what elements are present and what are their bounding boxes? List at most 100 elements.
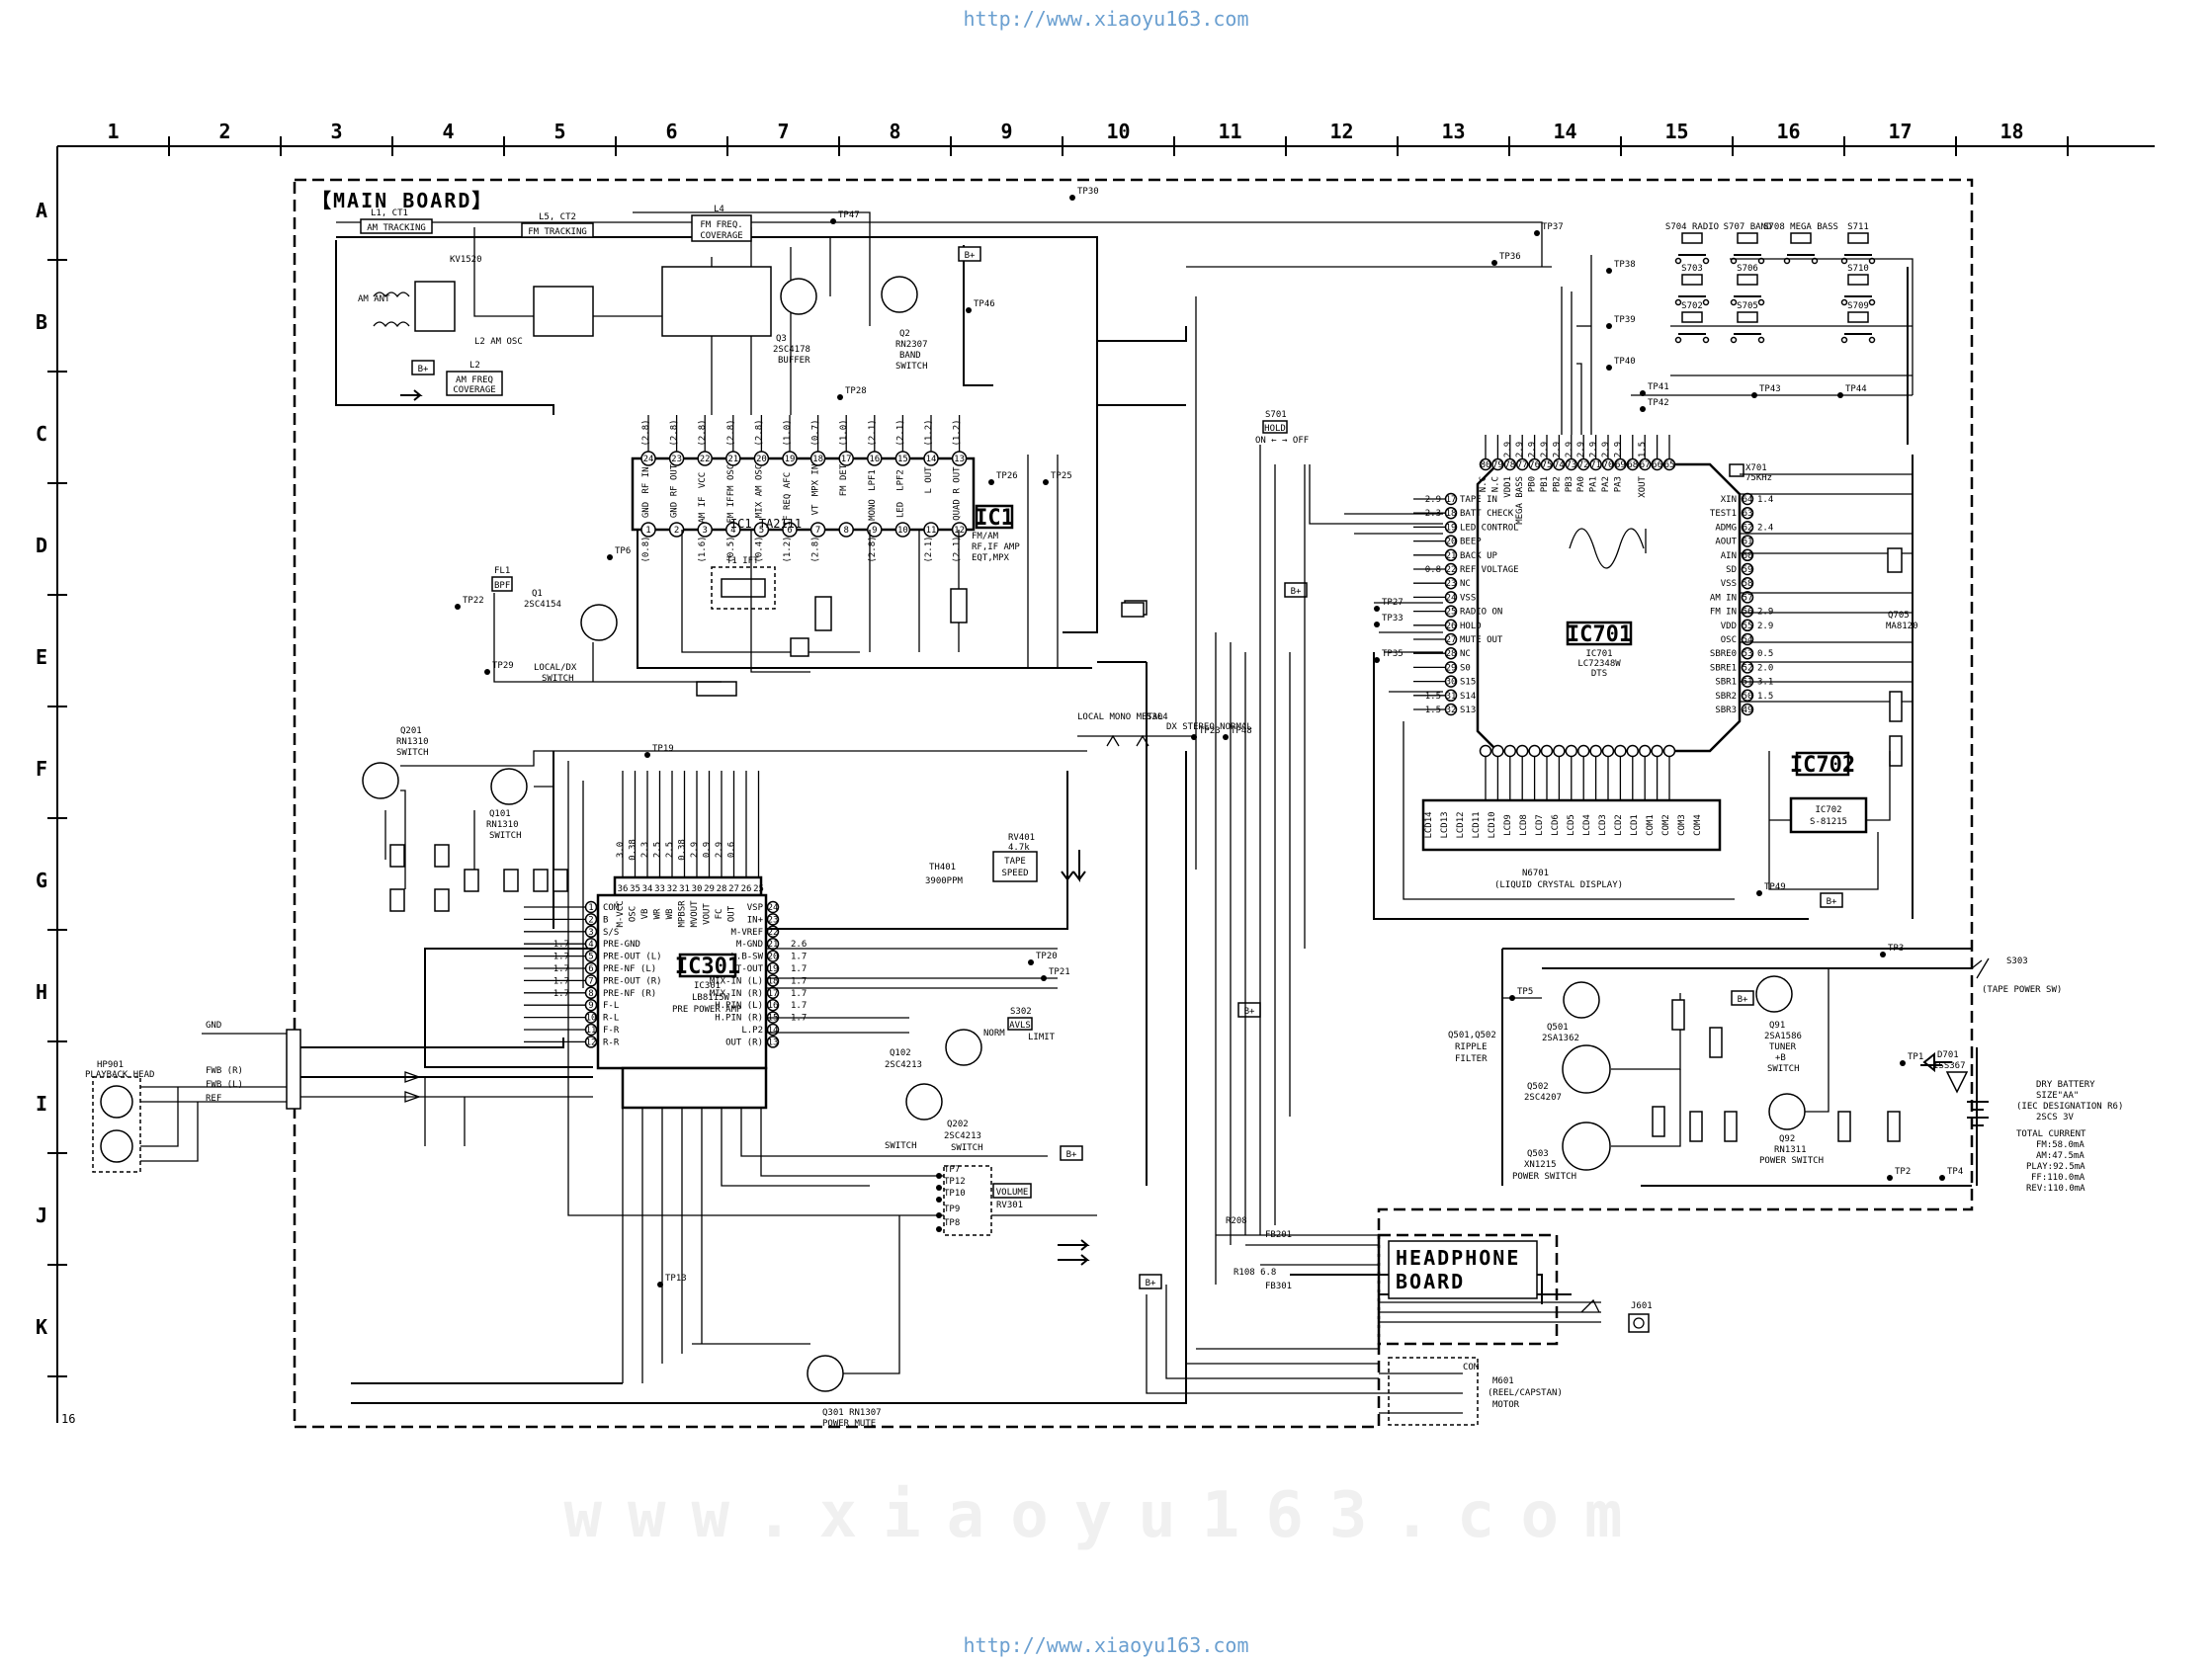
test-point-label: TP41 (1648, 382, 1669, 392)
ic701-signal-right: VSS (1721, 579, 1737, 589)
headphone-title-1: HEADPHONE (1396, 1246, 1520, 1270)
m601-desc2: MOTOR (1492, 1400, 1520, 1410)
ic701-pin-num: 53 (1743, 649, 1753, 659)
ic1-pin-num: 18 (812, 455, 823, 464)
q101-desc: SWITCH (489, 831, 522, 841)
ic701-volt-right: 2.4 (1757, 523, 1773, 533)
fb201-label: FB201 (1265, 1230, 1292, 1240)
test-point-label: TP19 (652, 744, 674, 754)
q91-model: 2SA1586 (1764, 1032, 1802, 1041)
ic701-pin-num: 79 (1492, 460, 1503, 470)
ic701-pin-num: 22 (1446, 565, 1457, 575)
svg-text:T1 IFT: T1 IFT (726, 556, 759, 566)
test-point-label: TP3 (1888, 944, 1904, 954)
test-point-label: TP27 (1382, 598, 1404, 608)
local-mono-metal: LOCAL MONO METAL (1077, 712, 1163, 722)
ic301-volt-top: 2.5 (653, 842, 663, 858)
ic1-signal-bottom: GND (670, 502, 680, 518)
test-point-label: TP42 (1648, 398, 1669, 408)
ic301-pin-30: 30 (692, 884, 703, 894)
ic701-pin-num: 58 (1743, 579, 1753, 589)
ic701-volt-top: 2.9 (1540, 442, 1550, 457)
switch-label: S711 (1847, 222, 1869, 232)
ic701-pin-27 (1444, 632, 1458, 646)
watermark-url-bottom[interactable]: http://www.xiaoyu163.com (964, 1633, 1249, 1657)
ic1-pin-num: 7 (815, 526, 820, 536)
q91-label: Q91 (1769, 1021, 1785, 1031)
svg-text:B+: B+ (1146, 1279, 1156, 1288)
sheet-frame (47, 136, 2155, 1423)
ic1-pin-num: 16 (869, 455, 880, 464)
ic1-volt-top: (1.0) (839, 419, 849, 446)
ic301-signal-right: VSP (747, 903, 764, 913)
watermark-url-top[interactable]: http://www.xiaoyu163.com (964, 7, 1249, 31)
fm-freq-line1: FM FREQ. (700, 220, 742, 230)
ic301-signal-left: COM (603, 903, 620, 913)
tape-speed-1: TAPE (1004, 857, 1026, 867)
ic301-volt-top: 0.38 (678, 839, 688, 861)
ic701-signal-right: SBR3 (1715, 706, 1737, 715)
grid-row-B: B (36, 310, 47, 334)
ic301-pin-num: 20 (768, 953, 779, 962)
ic701-signal-left: REF VOLTAGE (1460, 565, 1519, 575)
ic301-pin-num: 16 (768, 1001, 779, 1011)
ic1-desc3: EQT,MPX (972, 553, 1010, 563)
am-freq-line2: COVERAGE (453, 385, 495, 395)
test-point-label: TP9 (944, 1205, 960, 1214)
m601-label: M601 (1492, 1376, 1514, 1386)
hold-label: HOLD (1264, 424, 1286, 434)
ic301-signal-top: OUT (727, 905, 737, 922)
ic1-pin-4 (725, 522, 741, 538)
ic701-pin-57 (1741, 591, 1754, 604)
ic701-volt-right: 2.0 (1757, 663, 1773, 673)
grid-col-13: 13 (1441, 120, 1465, 143)
ic301-pin-num: 23 (768, 915, 779, 925)
ic1-volt-top: (2.8) (641, 419, 651, 446)
ic301-pin-2 (584, 913, 598, 926)
gnd-label: GND (206, 1021, 221, 1031)
ic701-pin-73 (1565, 457, 1578, 471)
ic301-body (596, 893, 768, 1070)
ic301-pin-3 (584, 925, 598, 939)
grid-col-5: 5 (553, 120, 565, 143)
test-point-label: TP2 (1895, 1167, 1911, 1177)
q91-desc2: +B (1775, 1053, 1786, 1063)
ic1-pin-1 (640, 522, 656, 538)
ic301-pin-21 (766, 937, 780, 951)
ic701-signal-left: TAPE IN (1460, 495, 1497, 505)
ic701-pin-24 (1444, 591, 1458, 604)
watermark-bottom-text: www.xiaoyu163.com (563, 1479, 1648, 1552)
grid-row-C: C (36, 422, 47, 446)
ic701-pin-70 (1601, 457, 1615, 471)
ic701-signal-left: BATT CHECK (1460, 509, 1514, 519)
ic701-signal-right: SBRE1 (1710, 663, 1737, 673)
grid-col-2: 2 (218, 120, 230, 143)
ic701-pin-num: 70 (1603, 460, 1614, 470)
rv301-label: RV301 (996, 1201, 1023, 1210)
ic701-volt-top: 2.9 (1589, 442, 1599, 457)
lcd-segment: COM2 (1661, 814, 1671, 836)
q502-label: Q502 (1527, 1082, 1549, 1092)
ic1-pin-num: 17 (841, 455, 852, 464)
com-label: COM (1463, 1363, 1480, 1372)
s303-label: S303 (2006, 956, 2028, 966)
switch-label: S703 (1681, 264, 1703, 274)
power-section: Q501 2SA1362 Q501,Q502 RIPPLE FILTER Q50… (1448, 948, 2123, 1194)
ref-label: REF (206, 1094, 221, 1104)
ic1-pin-num: 24 (643, 455, 654, 464)
q501-model: 2SA1362 (1542, 1034, 1579, 1043)
q202-model: 2SC4213 (944, 1131, 981, 1141)
svg-text:MA8120: MA8120 (1886, 622, 1918, 631)
current-title: TOTAL CURRENT (2016, 1129, 2086, 1139)
ic1-pin-num: 11 (926, 526, 937, 536)
ic701-pin-num: 63 (1743, 509, 1753, 519)
q201-model: RN1310 (396, 737, 429, 747)
grid-row-K: K (36, 1315, 47, 1339)
ic301-signal-right: IN+ (747, 915, 764, 925)
grid-row-I: I (36, 1092, 47, 1116)
svg-text:B+: B+ (1738, 995, 1748, 1005)
rv401-val: 4.7k (1008, 843, 1030, 853)
q501q502-1: Q501,Q502 (1448, 1031, 1496, 1040)
ic301-signal-top: M-VCC (616, 900, 626, 927)
